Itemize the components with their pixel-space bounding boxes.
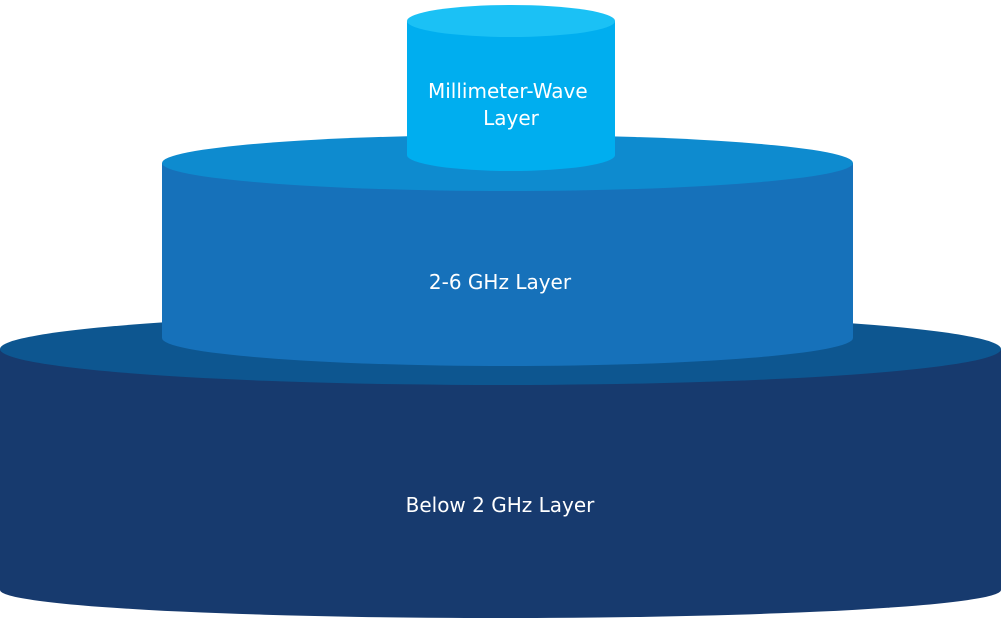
layer-below-2ghz-label-line-1: Below 2 GHz Layer xyxy=(406,493,596,517)
layer-2-6ghz-label: 2-6 GHz Layer xyxy=(429,270,572,294)
layer-below-2ghz-label: Below 2 GHz Layer xyxy=(406,493,596,517)
layer-millimeter-wave-label: Millimeter-Wave Layer xyxy=(428,79,594,130)
layer-millimeter-wave-label-line-1: Millimeter-Wave xyxy=(428,79,588,103)
layer-below-2ghz-body xyxy=(0,349,1001,618)
layer-2-6ghz-label-line-1: 2-6 GHz Layer xyxy=(429,270,572,294)
layer-2-6ghz: 2-6 GHz Layer xyxy=(162,135,853,367)
layer-millimeter-wave: Millimeter-Wave Layer xyxy=(407,5,615,171)
layer-millimeter-wave-body xyxy=(407,21,615,171)
layer-millimeter-wave-top-face xyxy=(407,5,615,37)
layer-2-6ghz-body xyxy=(162,163,853,367)
layer-millimeter-wave-label-line-2: Layer xyxy=(483,106,540,130)
